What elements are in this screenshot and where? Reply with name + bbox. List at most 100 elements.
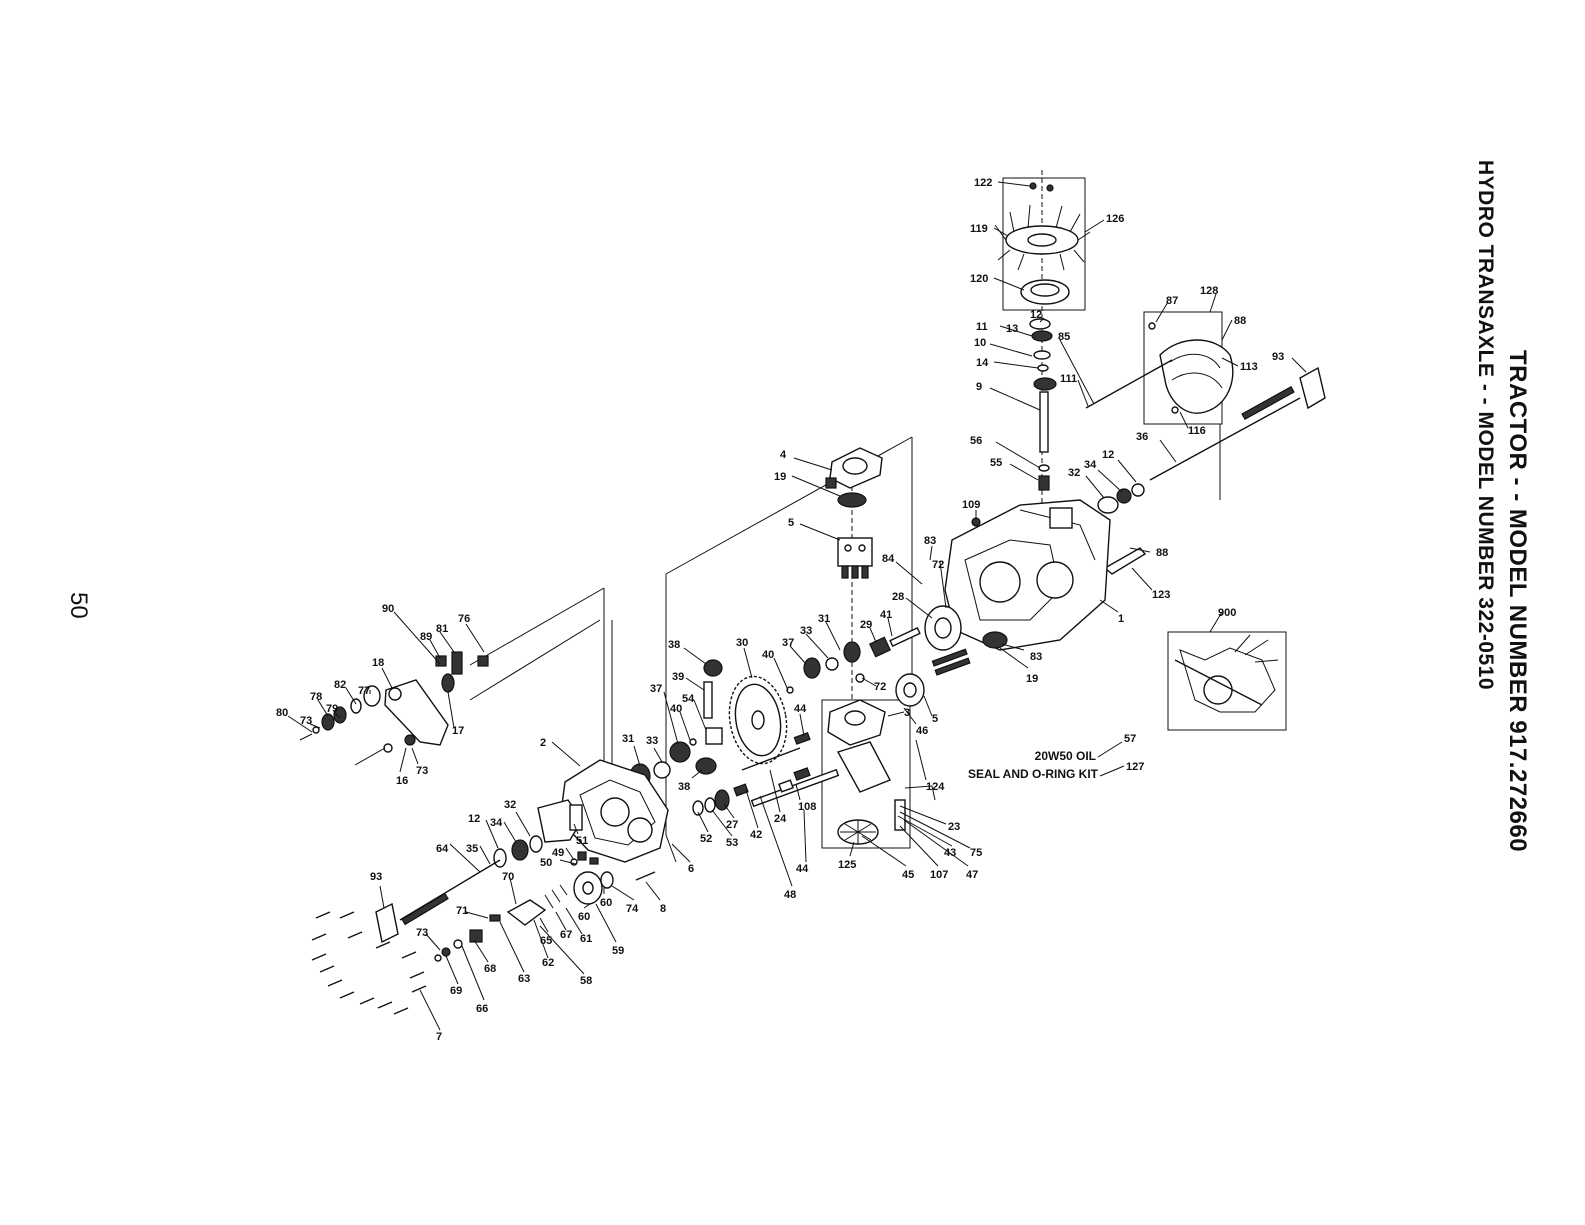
ref-75: 75 (970, 847, 982, 859)
ref-83-top: 83 (924, 535, 936, 547)
ref-33-left: 33 (646, 735, 658, 747)
ref-14: 14 (976, 357, 989, 369)
ref-37-mid: 37 (650, 683, 662, 695)
ref-90: 90 (382, 603, 394, 615)
ref-32-left: 32 (504, 799, 516, 811)
ref-34-right: 34 (1084, 459, 1097, 471)
reduction-gear (728, 675, 788, 765)
ref-29: 29 (860, 619, 872, 631)
ref-27: 27 (726, 819, 738, 831)
ref-28: 28 (892, 591, 904, 603)
ref-88-top: 88 (1234, 315, 1246, 327)
ref-89: 89 (420, 631, 432, 643)
ref-55: 55 (990, 457, 1002, 469)
ref-64: 64 (436, 843, 449, 855)
ref-116: 116 (1188, 425, 1206, 437)
inset-transaxle-illustration (1174, 634, 1279, 713)
ref-900: 900 (1218, 607, 1236, 619)
ref-43: 43 (944, 847, 956, 859)
ref-1: 1 (1118, 613, 1124, 625)
control-shaft (741, 747, 801, 771)
right-axle (1149, 366, 1326, 481)
ref-81: 81 (436, 623, 448, 635)
ref-40-top: 40 (762, 649, 774, 661)
center-block (825, 447, 883, 489)
ref-40-mid: 40 (670, 703, 682, 715)
ref-107: 107 (930, 869, 948, 881)
ref-74: 74 (626, 903, 639, 915)
oil-note: 20W50 OIL (1035, 749, 1096, 763)
ref-56: 56 (970, 435, 982, 447)
ref-5-mid: 5 (932, 713, 938, 725)
ref-36: 36 (1136, 431, 1148, 443)
ref-108: 108 (798, 801, 816, 813)
ref-34-left: 34 (490, 817, 503, 829)
ref-72-top: 72 (932, 559, 944, 571)
ref-41: 41 (880, 609, 892, 621)
ref-76: 76 (458, 613, 470, 625)
ref-120: 120 (970, 273, 988, 285)
ref-58: 58 (580, 975, 592, 987)
ref-44-top: 44 (794, 703, 807, 715)
ref-10: 10 (974, 337, 986, 349)
fan-shroud (1148, 322, 1234, 414)
ref-68: 68 (484, 963, 496, 975)
filter-assembly (836, 741, 906, 845)
bolt-set (311, 911, 427, 1015)
ref-35: 35 (466, 843, 478, 855)
ref-119: 119 (970, 223, 988, 235)
ref-51: 51 (576, 835, 588, 847)
ref-42: 42 (750, 829, 762, 841)
ref-73-bottom: 73 (416, 927, 428, 939)
ref-111: 111 (1060, 373, 1077, 385)
ref-122: 122 (974, 177, 992, 189)
oil-ref: 57 (1124, 733, 1136, 745)
ref-47: 47 (966, 869, 978, 881)
ref-84: 84 (882, 553, 895, 565)
ref-54: 54 (682, 693, 695, 705)
ref-126: 126 (1106, 213, 1124, 225)
ref-82: 82 (334, 679, 346, 691)
ref-32-right: 32 (1068, 467, 1080, 479)
ref-63: 63 (518, 973, 530, 985)
ref-66: 66 (476, 1003, 488, 1015)
ref-78: 78 (310, 691, 322, 703)
cooling-fan (994, 204, 1091, 271)
ref-23: 23 (948, 821, 960, 833)
ref-70: 70 (502, 871, 514, 883)
ref-69: 69 (450, 985, 462, 997)
fan-pulley-box (1002, 177, 1086, 311)
ref-73-mid: 73 (416, 765, 428, 777)
right-bearing-stack (1097, 483, 1145, 514)
ref-83-right: 83 (1030, 651, 1042, 663)
brake-rod (1085, 359, 1173, 409)
ref-18: 18 (372, 657, 384, 669)
ref-93-right: 93 (1272, 351, 1284, 363)
left-axle (375, 859, 501, 944)
ref-12-top: 12 (1030, 309, 1042, 321)
seal-kit-note: SEAL AND O-RING KIT (968, 767, 1099, 781)
ref-80: 80 (276, 707, 288, 719)
ref-31-left: 31 (622, 733, 634, 745)
ref-38-top: 38 (668, 639, 680, 651)
ref-48: 48 (784, 889, 796, 901)
ref-7: 7 (436, 1031, 442, 1043)
ref-11: 11 (976, 321, 988, 333)
ref-38-mid: 38 (678, 781, 690, 793)
ref-16: 16 (396, 775, 408, 787)
ref-6: 6 (688, 863, 694, 875)
pump-rotor (895, 673, 925, 707)
ref-13: 13 (1006, 323, 1018, 335)
ref-128: 128 (1200, 285, 1218, 297)
leader-lines (287, 181, 1307, 1031)
ref-65: 65 (540, 935, 552, 947)
ref-12-left: 12 (468, 813, 480, 825)
input-shaft-stack (1029, 318, 1057, 491)
brake-caliper (537, 799, 583, 843)
brake-lever (506, 899, 547, 926)
ref-113: 113 (1240, 361, 1258, 373)
ref-19-top: 19 (774, 471, 786, 483)
ref-71: 71 (456, 905, 468, 917)
ref-4: 4 (780, 449, 787, 461)
